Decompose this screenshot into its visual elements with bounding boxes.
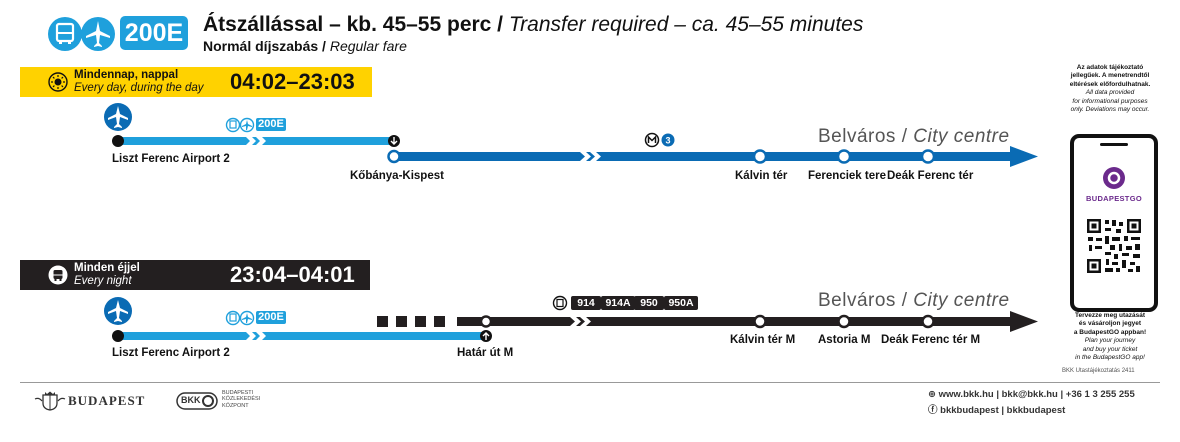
- stop-dot: [479, 315, 493, 328]
- route-badge: 200E: [120, 16, 188, 50]
- qr-code-icon: [1086, 218, 1142, 274]
- bus-tag-950: 950: [634, 296, 664, 310]
- day-label-hu: Mindennap, nappal: [74, 69, 179, 81]
- segment-chevrons: [246, 137, 266, 145]
- bus-tag-914a: 914A: [601, 296, 635, 310]
- night-route-tag: 200E: [256, 311, 286, 324]
- app-call-to-action: Tervezze meg utazását és vásároljon jegy…: [1060, 312, 1160, 362]
- disclaimer-en-line: only. Deviations may occur.: [1070, 106, 1150, 114]
- disclaimer-en-line: for informational purposes: [1072, 97, 1148, 105]
- night-label-hu: Minden éjjel: [74, 262, 140, 274]
- budapestgo-logo-icon: [1103, 167, 1125, 189]
- airplane-icon: [104, 297, 132, 325]
- web-icon: ⊕: [928, 389, 939, 400]
- fare-subtitle: Normál díjszabás / Regular fare: [203, 38, 407, 54]
- metro-segment: [394, 152, 1012, 161]
- stop-dot: [112, 330, 124, 342]
- day-destination: Belváros / City centre: [818, 126, 1010, 147]
- disclaimer-hu-line: eltérések előfordulhatnak.: [1069, 80, 1151, 88]
- direction-arrow: [1010, 311, 1038, 332]
- night-bus-icon: [48, 265, 68, 285]
- cta-en-line: and buy your ticket: [1082, 345, 1138, 353]
- transfer-up-icon: [480, 330, 492, 342]
- disclaimer-hu-line: jellegűek. A menetrendtől: [1070, 72, 1150, 80]
- social-icon: ⓕ: [928, 405, 941, 416]
- night-time-range: 23:04–04:01: [230, 262, 355, 287]
- cta-hu-line: Tervezze meg utazását: [1075, 312, 1145, 319]
- bus-tag-950a: 950A: [664, 296, 698, 310]
- day-stop-deak: Deák Ferenc tér: [887, 170, 974, 182]
- airplane-icon: [104, 103, 132, 131]
- stop-dot: [836, 149, 852, 164]
- day-stop-kalvin: Kálvin tér: [735, 170, 788, 182]
- day-route-tag: 200E: [256, 118, 286, 131]
- bkk-logo-icon: [176, 392, 218, 410]
- phone-speaker: [1100, 143, 1128, 146]
- day-label-en: Every day, during the day: [74, 82, 204, 94]
- footer-divider: [20, 382, 1160, 383]
- night-route-line: [104, 295, 1038, 342]
- airplane-icon: [81, 17, 115, 51]
- coat-of-arms-icon: [34, 391, 66, 411]
- disclaimer-en-line: All data provided: [1085, 89, 1135, 97]
- cta-hu-line: és vásároljon jegyet: [1078, 320, 1142, 328]
- bkk-name-line: KÖZPONT: [222, 402, 249, 409]
- stop-dot: [112, 135, 124, 147]
- bus-segment: [118, 332, 486, 340]
- budapest-wordmark: BUDAPEST: [68, 393, 146, 408]
- walking-gap: [377, 316, 445, 327]
- disclaimer: Az adatok tájékoztató jellegűek. A menet…: [1058, 64, 1162, 114]
- mode-icons: [48, 17, 115, 51]
- metro-line-label: 3: [665, 136, 670, 146]
- day-stop-airport: Liszt Ferenc Airport 2: [112, 153, 230, 165]
- bkk-name-line: BUDAPESTI: [222, 390, 254, 396]
- social-info: ⓕ bkkbudapest | bkkbudapest: [928, 405, 1066, 416]
- day-stop-kobanya: Kőbánya-Kispest: [350, 170, 444, 182]
- night-stop-airport: Liszt Ferenc Airport 2: [112, 347, 230, 359]
- day-route-line: 3: [104, 103, 1038, 167]
- bkk-full-name: BUDAPESTI KÖZLEKEDÉSI KÖZPONT: [222, 390, 260, 409]
- bus-tag-914: 914: [571, 296, 601, 310]
- metro-icon: [644, 132, 675, 148]
- day-stop-ferenciek: Ferenciek tere: [808, 170, 886, 182]
- night-label-en: Every night: [74, 275, 132, 287]
- day-time-band: Mindennap, nappal Every day, during the …: [20, 67, 372, 97]
- cta-en-line: in the BudapestGO app!: [1075, 354, 1145, 362]
- bus-icon: [48, 17, 82, 51]
- stop-dot: [921, 314, 935, 329]
- transfer-down-icon: [388, 135, 400, 147]
- night-stop-kalvin: Kálvin tér M: [730, 334, 796, 346]
- bkk-wordmark: BKK: [181, 395, 201, 405]
- night-destination: Belváros / City centre: [818, 290, 1010, 311]
- night-stop-hatar: Határ út M: [457, 347, 514, 359]
- phone-illustration: BUDAPESTGO: [1070, 134, 1158, 312]
- cta-en-line: Plan your journey: [1084, 337, 1136, 345]
- contact-info: ⊕ www.bkk.hu | bkk@bkk.hu | +36 1 3 255 …: [928, 389, 1135, 400]
- bkk-name-line: KÖZLEKEDÉSI: [222, 396, 261, 403]
- night-time-band: Minden éjjel Every night 23:04–04:01: [20, 260, 370, 290]
- day-time-range: 04:02–23:03: [230, 69, 355, 94]
- segment-chevrons: [246, 332, 266, 340]
- stop-dot: [837, 314, 851, 329]
- direction-arrow: [1010, 146, 1038, 167]
- stop-dot: [753, 314, 767, 329]
- disclaimer-hu-line: Az adatok tájékoztató: [1076, 64, 1144, 71]
- segment-chevrons: [580, 152, 601, 161]
- cta-hu-line: a BudapestGO appban!: [1073, 328, 1147, 336]
- page-title: Átszállással – kb. 45–55 perc / Transfer…: [203, 13, 864, 36]
- app-name: BUDAPESTGO: [1086, 194, 1142, 203]
- bus-icon: [552, 295, 568, 311]
- mini-mode-icons: [225, 310, 255, 326]
- night-stop-astoria: Astoria M: [818, 334, 871, 346]
- segment-chevrons: [570, 317, 591, 326]
- stop-dot: [387, 149, 401, 164]
- mini-mode-icons: [225, 117, 255, 133]
- reference-code: BKK Utastájékoztatás 2411: [1062, 368, 1135, 374]
- night-bus-segment: [457, 317, 1012, 326]
- stop-dot: [752, 149, 768, 164]
- sun-icon: [48, 72, 68, 92]
- stop-dot: [920, 149, 936, 164]
- night-stop-deak: Deák Ferenc tér M: [881, 334, 981, 346]
